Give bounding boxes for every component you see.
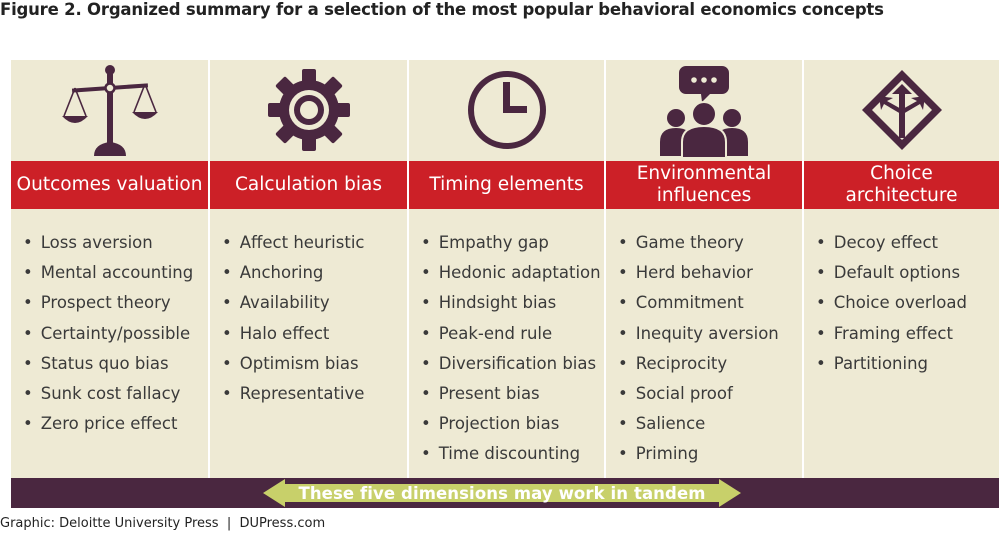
list-item: Projection bias (421, 409, 601, 439)
column-outcomes-valuation: Outcomes valuation Loss aversion Mental … (11, 60, 208, 478)
list-item: Partitioning (816, 349, 967, 379)
header-calculation-bias: Calculation bias (210, 161, 407, 209)
list-item: Halo effect (222, 319, 364, 349)
list-item: Peak-end rule (421, 319, 601, 349)
list-item: Diversification bias (421, 349, 601, 379)
list-item: Affect heuristic (222, 228, 365, 258)
column-divider (604, 60, 606, 478)
list-item: Framing effect (816, 319, 967, 349)
list-item: Empathy gap (421, 228, 601, 258)
column-divider (208, 60, 210, 478)
list-item: Sunk cost fallacy (23, 379, 193, 409)
list-item: Default options (816, 258, 967, 288)
scales-icon (11, 60, 208, 160)
double-arrow-icon (263, 479, 741, 507)
column-timing-elements: Timing elements Empathy gap Hedonic adap… (409, 60, 604, 478)
column-divider (407, 60, 409, 478)
list-outcomes-valuation: Loss aversion Mental accounting Prospect… (11, 228, 194, 439)
column-calculation-bias: Calculation bias Affect heuristic Anchor… (210, 60, 407, 478)
header-timing-elements: Timing elements (409, 161, 604, 209)
list-item: Availability (222, 288, 364, 318)
gear-icon (210, 60, 407, 160)
list-item: Reciprocity (618, 349, 779, 379)
list-item: Zero price effect (23, 409, 193, 439)
list-item: Status quo bias (23, 349, 193, 379)
list-environmental-influences: Game theory Herd behavior Commitment Ine… (606, 228, 779, 470)
tandem-label: These five dimensions may work in tandem (298, 483, 706, 503)
clock-icon (409, 60, 604, 160)
list-item: Loss aversion (23, 228, 193, 258)
list-item: Anchoring (222, 258, 364, 288)
list-item: Mental accounting (23, 258, 194, 288)
people-chat-icon (606, 60, 802, 160)
list-item: Decoy effect (816, 228, 967, 258)
diamond-arrows-icon (804, 60, 999, 160)
list-item: Certainty/possible (23, 319, 193, 349)
list-item: Salience (618, 409, 779, 439)
list-item: Social proof (618, 379, 779, 409)
column-divider (802, 60, 804, 478)
list-choice-architecture: Decoy effect Default options Choice over… (804, 228, 967, 379)
list-item: Game theory (618, 228, 779, 258)
list-item: Optimism bias (222, 349, 364, 379)
list-item: Commitment (618, 288, 779, 318)
list-item: Hedonic adaptation (421, 258, 601, 288)
list-item: Representative (222, 379, 365, 409)
list-item: Present bias (421, 379, 601, 409)
list-timing-elements: Empathy gap Hedonic adaptation Hindsight… (409, 228, 601, 470)
figure-title: Figure 2. Organized summary for a select… (0, 0, 884, 19)
list-item: Choice overload (816, 288, 967, 318)
header-outcomes-valuation: Outcomes valuation (11, 161, 208, 209)
list-item: Priming (618, 439, 779, 469)
footer-credit: Graphic: Deloitte University Press | DUP… (0, 516, 326, 531)
list-item: Prospect theory (23, 288, 193, 318)
list-item: Inequity aversion (618, 319, 779, 349)
list-calculation-bias: Affect heuristic Anchoring Availability … (210, 228, 365, 409)
list-item: Hindsight bias (421, 288, 601, 318)
list-item: Time discounting (421, 439, 601, 469)
list-item: Herd behavior (618, 258, 779, 288)
